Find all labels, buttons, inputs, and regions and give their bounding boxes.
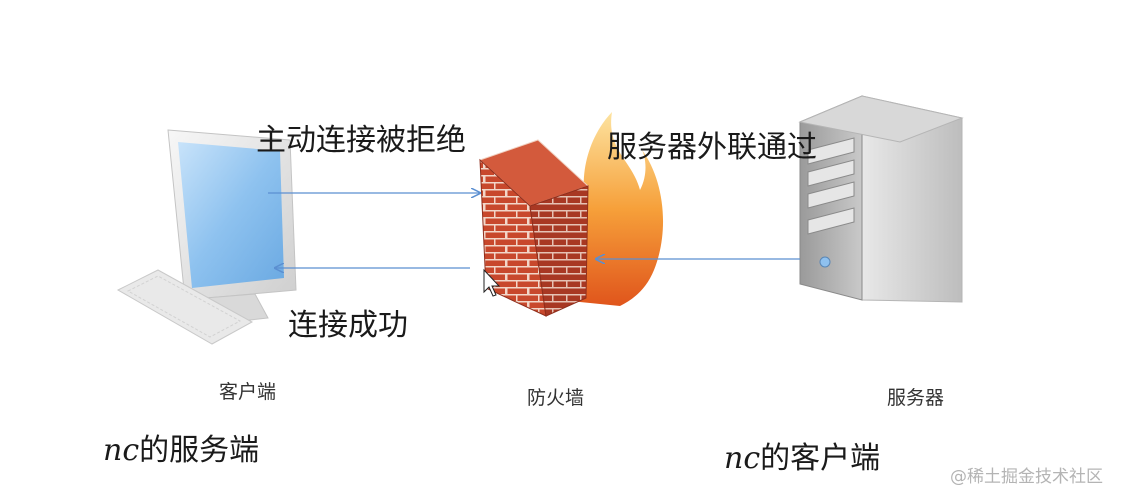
nc-prefix: nc — [724, 441, 761, 476]
server-icon — [798, 95, 964, 303]
label-nc-client: nc的客户端 — [724, 433, 880, 477]
label-connection-rejected: 主动连接被拒绝 — [256, 123, 466, 158]
label-nc-server: nc的服务端 — [103, 425, 259, 469]
nc-prefix: nc — [103, 433, 140, 468]
label-connection-success: 连接成功 — [288, 308, 408, 343]
label-server: 服务器 — [887, 387, 945, 409]
keyboard-icon — [116, 269, 254, 345]
nc-client-text: 的客户端 — [760, 441, 881, 476]
mouse-cursor-icon — [483, 268, 501, 297]
label-firewall: 防火墙 — [527, 387, 585, 409]
label-client: 客户端 — [219, 381, 277, 403]
nc-server-text: 的服务端 — [139, 433, 260, 468]
label-outbound-pass: 服务器外联通过 — [607, 130, 817, 165]
watermark: @稀土掘金技术社区 — [950, 467, 1103, 487]
firewall-icon — [479, 139, 589, 317]
